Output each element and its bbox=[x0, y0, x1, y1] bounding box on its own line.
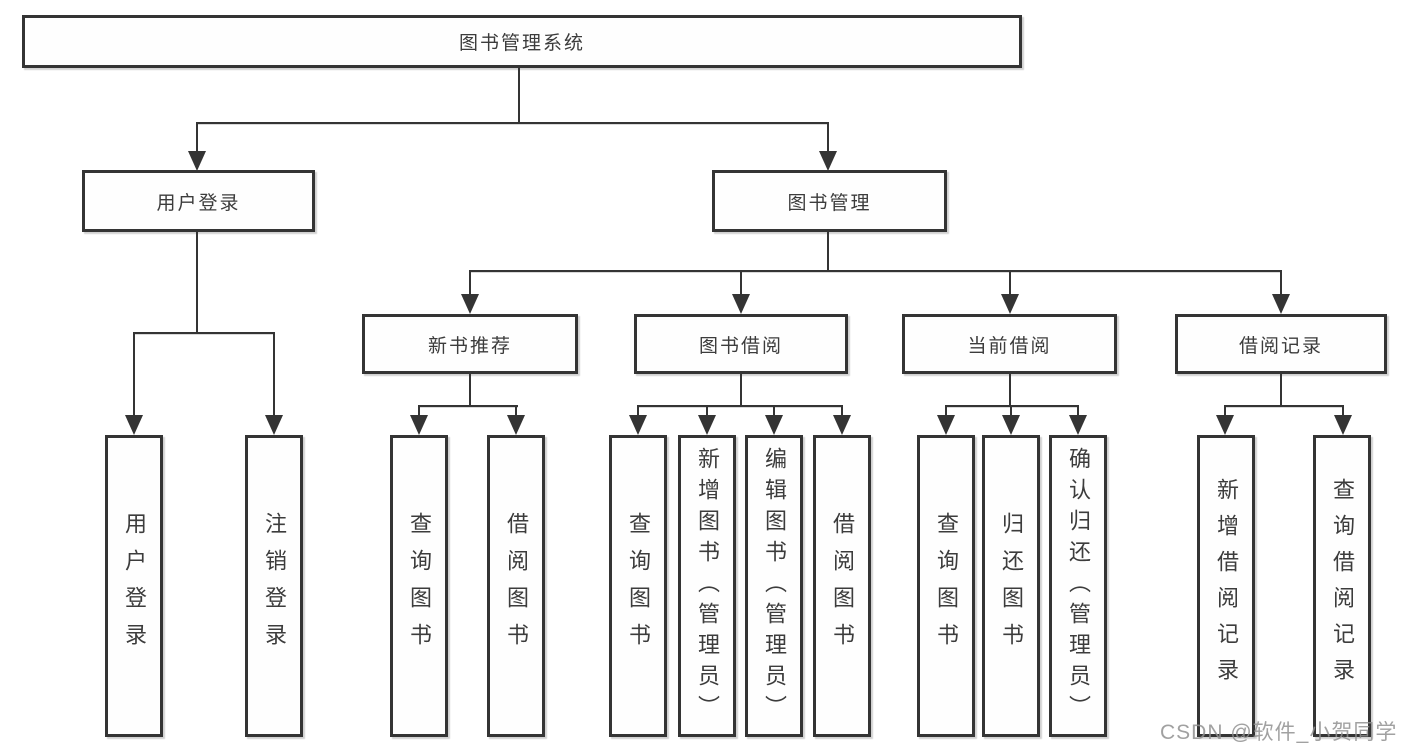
connector-drop-book-management bbox=[827, 122, 829, 154]
leaf-edit-book-admin: 编辑图书（管理员） bbox=[745, 435, 803, 737]
leaf-query-books-1: 查询图书 bbox=[390, 435, 448, 737]
connector-login-stem bbox=[196, 231, 198, 334]
leaf-borrow-books-2-label: 借阅图书 bbox=[830, 512, 855, 660]
node-root-label: 图书管理系统 bbox=[458, 33, 585, 54]
leaf-query-books-2: 查询图书 bbox=[609, 435, 667, 737]
csdn-watermark: CSDN @软件_小贺同学 bbox=[1160, 721, 1398, 744]
leaf-query-books-3: 查询图书 bbox=[917, 435, 975, 737]
arrowhead-nb-query-icon bbox=[410, 415, 428, 435]
connector-drop-nb-query bbox=[418, 405, 420, 419]
leaf-logout-label: 注销登录 bbox=[262, 512, 287, 660]
arrowhead-br-query-icon bbox=[1334, 415, 1352, 435]
arrowhead-bb-borrow-icon bbox=[833, 415, 851, 435]
leaf-add-book-admin: 新增图书（管理员） bbox=[678, 435, 736, 737]
leaf-add-borrow-record: 新增借阅记录 bbox=[1197, 435, 1255, 737]
connector-cb-rail bbox=[945, 405, 1079, 407]
arrowhead-cb-query-icon bbox=[937, 415, 955, 435]
connector-drop-br-query bbox=[1342, 405, 1344, 419]
arrowhead-leaf-login-icon bbox=[125, 415, 143, 435]
leaf-edit-book-admin-label: 编辑图书（管理员） bbox=[762, 446, 787, 726]
arrowhead-book-management-icon bbox=[819, 151, 837, 171]
node-root: 图书管理系统 bbox=[22, 15, 1022, 68]
node-borrow-records: 借阅记录 bbox=[1175, 314, 1387, 374]
arrowhead-book-borrow-icon bbox=[732, 294, 750, 314]
connector-br-rail bbox=[1224, 405, 1344, 407]
arrowhead-bb-edit-icon bbox=[765, 415, 783, 435]
connector-drop-leaf-login bbox=[133, 332, 135, 417]
leaf-add-book-admin-label: 新增图书（管理员） bbox=[695, 446, 720, 726]
leaf-add-borrow-record-label: 新增借阅记录 bbox=[1214, 478, 1239, 694]
connector-drop-leaf-logout bbox=[273, 332, 275, 417]
node-book-borrow-label: 图书借阅 bbox=[698, 335, 783, 357]
connector-drop-br-add bbox=[1224, 405, 1226, 419]
leaf-borrow-books-1-label: 借阅图书 bbox=[504, 512, 529, 660]
connector-drop-bb-add bbox=[706, 405, 708, 419]
node-new-book-recommend: 新书推荐 bbox=[362, 314, 578, 374]
connector-drop-nb-borrow bbox=[515, 405, 517, 419]
arrowhead-cb-return-icon bbox=[1002, 415, 1020, 435]
node-user-login: 用户登录 bbox=[82, 170, 315, 232]
connector-drop-borrow-records bbox=[1280, 270, 1282, 297]
leaf-query-books-2-label: 查询图书 bbox=[626, 512, 651, 660]
connector-newbook-stem bbox=[469, 373, 471, 407]
arrowhead-nb-borrow-icon bbox=[507, 415, 525, 435]
node-current-borrow: 当前借阅 bbox=[902, 314, 1117, 374]
node-book-borrow: 图书借阅 bbox=[634, 314, 848, 374]
leaf-query-books-3-label: 查询图书 bbox=[934, 512, 959, 660]
connector-bb-rail bbox=[637, 405, 843, 407]
node-current-borrow-label: 当前借阅 bbox=[967, 335, 1052, 357]
leaf-logout: 注销登录 bbox=[245, 435, 303, 737]
leaf-confirm-return-admin-label: 确认归还（管理员） bbox=[1066, 446, 1091, 726]
connector-br-stem bbox=[1280, 373, 1282, 407]
connector-newbook-rail bbox=[418, 405, 518, 407]
node-borrow-records-label: 借阅记录 bbox=[1238, 335, 1323, 357]
leaf-query-borrow-record: 查询借阅记录 bbox=[1313, 435, 1371, 737]
leaf-user-login: 用户登录 bbox=[105, 435, 163, 737]
arrowhead-br-add-icon bbox=[1216, 415, 1234, 435]
arrowhead-new-book-icon bbox=[461, 294, 479, 314]
node-book-management-label: 图书管理 bbox=[787, 192, 872, 214]
arrowhead-user-login-icon bbox=[188, 151, 206, 171]
arrowhead-borrow-records-icon bbox=[1272, 294, 1290, 314]
connector-drop-bb-edit bbox=[773, 405, 775, 419]
leaf-return-books: 归还图书 bbox=[982, 435, 1040, 737]
connector-drop-book-borrow bbox=[740, 270, 742, 297]
connector-drop-current-borrow bbox=[1009, 270, 1011, 297]
connector-drop-user-login bbox=[196, 122, 198, 154]
arrowhead-bb-add-icon bbox=[698, 415, 716, 435]
connector-drop-cb-return bbox=[1010, 405, 1012, 419]
node-book-management: 图书管理 bbox=[712, 170, 947, 232]
arrowhead-current-borrow-icon bbox=[1001, 294, 1019, 314]
connector-mgmt-rail bbox=[469, 270, 1282, 272]
arrowhead-cb-confirm-icon bbox=[1069, 415, 1087, 435]
connector-mgmt-stem bbox=[827, 231, 829, 272]
connector-drop-bb-query bbox=[637, 405, 639, 419]
connector-login-rail bbox=[133, 332, 275, 334]
leaf-borrow-books-2: 借阅图书 bbox=[813, 435, 871, 737]
connector-drop-cb-query bbox=[945, 405, 947, 419]
connector-cb-stem bbox=[1009, 373, 1011, 407]
connector-root-rail bbox=[196, 122, 829, 124]
connector-drop-new-book bbox=[469, 270, 471, 297]
connector-bb-stem bbox=[740, 373, 742, 407]
leaf-query-borrow-record-label: 查询借阅记录 bbox=[1330, 478, 1355, 694]
arrowhead-leaf-logout-icon bbox=[265, 415, 283, 435]
leaf-return-books-label: 归还图书 bbox=[999, 512, 1024, 660]
connector-root-stem bbox=[518, 67, 520, 124]
node-user-login-label: 用户登录 bbox=[156, 192, 241, 214]
connector-drop-bb-borrow bbox=[841, 405, 843, 419]
arrowhead-bb-query-icon bbox=[629, 415, 647, 435]
leaf-borrow-books-1: 借阅图书 bbox=[487, 435, 545, 737]
leaf-query-books-1-label: 查询图书 bbox=[407, 512, 432, 660]
leaf-confirm-return-admin: 确认归还（管理员） bbox=[1049, 435, 1107, 737]
connector-drop-cb-confirm bbox=[1077, 405, 1079, 419]
node-new-book-recommend-label: 新书推荐 bbox=[427, 335, 512, 357]
leaf-user-login-label: 用户登录 bbox=[122, 512, 147, 660]
